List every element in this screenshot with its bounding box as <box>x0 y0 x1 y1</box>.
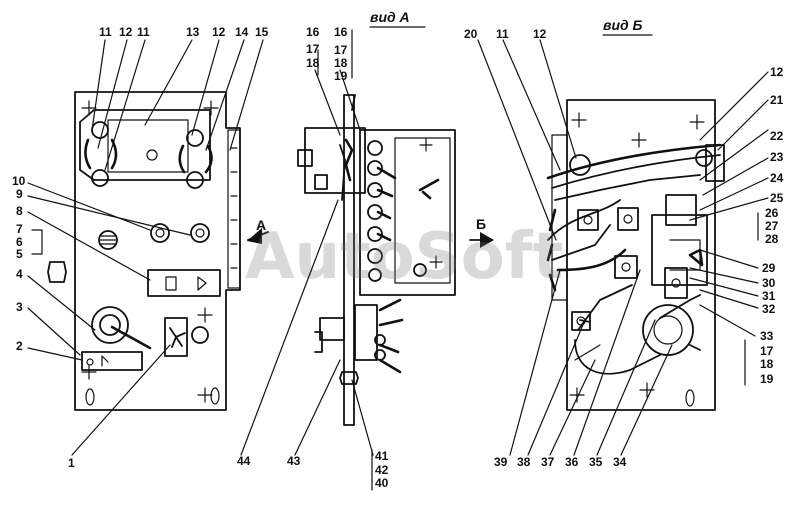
callout-17: 17 <box>760 344 774 358</box>
bracket-plate <box>107 119 189 173</box>
callout-19: 19 <box>760 372 774 386</box>
callout-17: 17 <box>334 43 348 57</box>
callout-11: 11 <box>496 27 509 41</box>
view-a-title: вид А <box>370 9 410 25</box>
grommet-right-top <box>186 129 204 147</box>
callout-7: 7 <box>16 222 23 236</box>
watermark: AutoSoft <box>245 220 563 294</box>
switch-lever <box>110 325 152 350</box>
leader-lines <box>27 29 769 491</box>
arrow-a-label: А <box>256 217 266 233</box>
bracket-hole <box>146 149 158 161</box>
callout-3: 3 <box>16 300 23 314</box>
callout-30: 30 <box>762 276 776 290</box>
callout-40: 40 <box>375 476 389 490</box>
callout-25: 25 <box>770 191 784 205</box>
grommet-left-bottom <box>91 169 109 187</box>
terminal-box <box>359 129 456 296</box>
callout-41: 41 <box>375 449 389 463</box>
indicator-strip <box>147 269 221 297</box>
callout-16: 16 <box>334 25 348 39</box>
section-arrow-a: А <box>247 217 269 244</box>
arrow-b-label: Б <box>476 216 486 232</box>
callout-44: 44 <box>237 454 251 468</box>
knob-fan <box>191 326 209 344</box>
grommet-left-top <box>91 121 109 139</box>
callout-43: 43 <box>287 454 301 468</box>
callout-18: 18 <box>306 56 320 70</box>
switch-4 <box>91 306 129 344</box>
label-plate-2 <box>81 351 143 371</box>
callout-16: 16 <box>306 25 320 39</box>
callout-29: 29 <box>762 261 776 275</box>
callout-31: 31 <box>762 289 776 303</box>
callout-20: 20 <box>464 27 478 41</box>
callout-37: 37 <box>541 455 555 469</box>
callout-35: 35 <box>589 455 603 469</box>
callout-22: 22 <box>770 129 784 143</box>
callout-18: 18 <box>760 357 774 371</box>
wire-loop-right <box>178 144 213 174</box>
terminal-column <box>367 140 440 282</box>
nut-7 <box>47 261 67 283</box>
callout-12: 12 <box>533 27 547 41</box>
callout-labels: 11 12 11 13 12 14 15 10 9 8 7 6 5 4 3 2 … <box>12 25 784 490</box>
callout-19: 19 <box>334 69 348 83</box>
callout-23: 23 <box>770 150 784 164</box>
back-panel <box>566 99 716 411</box>
mounting-bar <box>343 94 355 426</box>
harness-top <box>546 143 722 180</box>
callout-12: 12 <box>212 25 226 39</box>
callout-18: 18 <box>334 56 348 70</box>
callout-1: 1 <box>68 456 75 470</box>
callout-28: 28 <box>765 232 779 246</box>
callout-33: 33 <box>760 329 774 343</box>
front-panel <box>47 91 241 411</box>
callout-12: 12 <box>119 25 133 39</box>
callout-8: 8 <box>16 204 23 218</box>
callout-13: 13 <box>186 25 200 39</box>
wire-loop-left <box>84 138 118 170</box>
callout-5: 5 <box>16 247 23 261</box>
grommet-right-bottom <box>186 171 204 189</box>
view-b-title: вид Б <box>603 17 643 33</box>
fan-plate <box>164 317 188 357</box>
section-arrow-b: Б <box>469 216 494 248</box>
callout-14: 14 <box>235 25 249 39</box>
callout-24: 24 <box>770 171 784 185</box>
upper-bracket <box>79 109 211 181</box>
callout-9: 9 <box>16 187 23 201</box>
callout-21: 21 <box>770 93 784 107</box>
callout-15: 15 <box>255 25 269 39</box>
view-b-assembly: вид Б <box>546 17 725 411</box>
callout-17: 17 <box>306 42 320 56</box>
callout-4: 4 <box>16 267 23 281</box>
callout-32: 32 <box>762 302 776 316</box>
callout-42: 42 <box>375 463 389 477</box>
plug-hole <box>98 230 118 250</box>
callout-12: 12 <box>770 65 784 79</box>
upper-block <box>304 127 366 194</box>
callout-27: 27 <box>765 219 779 233</box>
callout-26: 26 <box>765 206 779 220</box>
callout-2: 2 <box>16 339 23 353</box>
callout-39: 39 <box>494 455 508 469</box>
view-a-assembly: вид А <box>297 9 456 426</box>
callout-10: 10 <box>12 174 26 188</box>
callout-38: 38 <box>517 455 531 469</box>
callout-11: 11 <box>137 25 150 39</box>
callout-36: 36 <box>565 455 579 469</box>
callout-11: 11 <box>99 25 112 39</box>
lower-switch-body <box>319 317 345 341</box>
knob-10 <box>190 223 210 243</box>
callout-34: 34 <box>613 455 627 469</box>
knob-9 <box>150 223 170 243</box>
callout-6: 6 <box>16 235 23 249</box>
